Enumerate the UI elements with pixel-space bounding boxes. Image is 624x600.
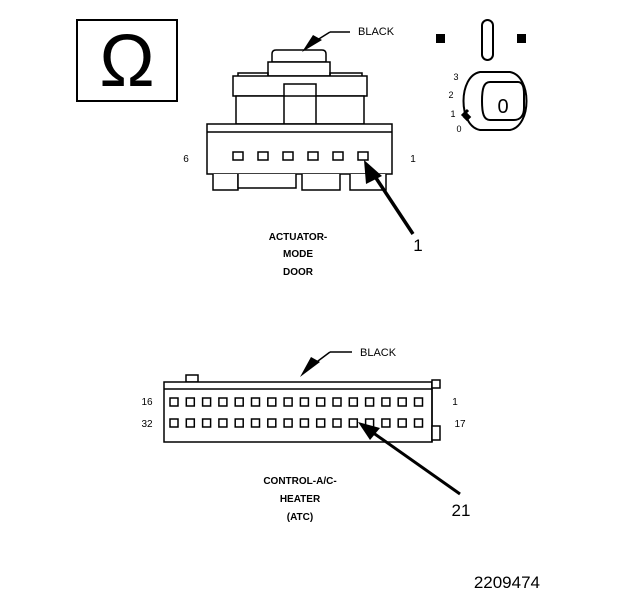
key-marker-right (517, 34, 526, 43)
latch-collar (267, 61, 331, 77)
cavity-row2-11 (332, 418, 342, 428)
key-position-dot (462, 112, 472, 122)
cavity-row2-9 (299, 418, 310, 428)
cavity-row1-2 (185, 397, 196, 407)
connector1-pin-left: 6 (183, 154, 189, 165)
connector2-row1-right: 1 (452, 397, 458, 408)
cavity-row1-6 (250, 397, 261, 407)
cavity-row1-1 (169, 397, 179, 407)
cavity-row2-10 (315, 418, 326, 428)
cavity-2 (332, 151, 344, 161)
cavity-row1-9 (299, 397, 310, 407)
pin-cavities (232, 151, 369, 161)
cavity-row1-8 (283, 397, 293, 407)
ohm-box (76, 19, 178, 102)
latch-tab (271, 49, 327, 63)
connector2-callout-pin: 21 (452, 501, 471, 520)
cavity-row1-11 (332, 397, 342, 407)
cavity-row1-7 (267, 397, 277, 407)
cavity-row1-13 (364, 397, 375, 407)
latch-upper (431, 379, 441, 389)
color-callout-arrow-2 (300, 351, 352, 377)
cavity-row2-14 (381, 418, 391, 428)
cavity-5 (257, 151, 269, 161)
pin-cavity-grid (169, 397, 424, 428)
key-blade-icon (480, 81, 525, 121)
cavity-1 (357, 151, 369, 161)
foot-left (212, 174, 239, 191)
cavity-row2-5 (234, 418, 244, 428)
cavity-row1-4 (218, 397, 228, 407)
key-position-3: 3 (453, 72, 458, 82)
connector2-row2-right: 17 (454, 419, 466, 430)
cavity-row2-3 (201, 418, 212, 428)
ohmmeter-symbol: Ω (76, 19, 178, 102)
shoulder-top (237, 72, 363, 76)
cavity-row2-6 (250, 418, 261, 428)
color-callout-arrow-1 (302, 31, 350, 52)
cavity-row2-12 (348, 418, 359, 428)
cavity-row1-15 (397, 397, 407, 407)
key-tab (185, 374, 199, 383)
center-post (283, 83, 317, 125)
key-pointer-icon (460, 108, 470, 118)
connector2-name-line-1: CONTROL-A/C- (263, 476, 336, 487)
cavity-row1-14 (381, 397, 391, 407)
pin-callout-arrow-21 (358, 422, 461, 496)
cavity-row1-12 (348, 397, 359, 407)
cavity-row2-2 (185, 418, 196, 428)
foot-mid-right (301, 174, 341, 191)
key-position-0: 0 (456, 124, 461, 134)
key-slot-icon (481, 19, 494, 61)
key-label: 0 (497, 96, 508, 118)
connector1-pin-right: 1 (410, 154, 416, 165)
cavity-4 (282, 151, 294, 161)
cavity-row2-15 (397, 418, 407, 428)
cavity-row1-10 (315, 397, 326, 407)
cavity-row2-1 (169, 418, 179, 428)
cavity-row2-4 (218, 418, 228, 428)
cavity-row2-8 (283, 418, 293, 428)
connector2-body (163, 381, 433, 443)
actuator-mode-door-connector (206, 49, 393, 191)
cavity-row1-5 (234, 397, 244, 407)
cavity-row2-16 (413, 418, 424, 428)
cavity-row2-7 (267, 418, 277, 428)
connector2-color-label: BLACK (360, 347, 397, 359)
connector1-callout-pin: 1 (413, 236, 422, 255)
key-position-1: 1 (450, 109, 455, 119)
connector2-name-line-2: HEATER (280, 494, 321, 505)
control-ac-heater-connector (163, 374, 441, 443)
connector1-color-label: BLACK (358, 26, 395, 38)
connector1-name-line-1: ACTUATOR- (269, 232, 328, 243)
connector1-name-line-3: DOOR (283, 267, 314, 278)
cavity-row1-3 (201, 397, 212, 407)
connector2-row2-left: 32 (141, 419, 153, 430)
key-position-2: 2 (448, 90, 453, 100)
latch-lower (431, 425, 441, 441)
ohm-icon: Ω (99, 19, 154, 102)
cavity-6 (232, 151, 244, 161)
ignition-key-icon (436, 19, 528, 131)
figure-number: 2209474 (474, 573, 540, 592)
cavity-row1-16 (413, 397, 424, 407)
pin-callout-arrow-1 (364, 160, 415, 235)
connector2-name-line-3: (ATC) (287, 512, 313, 523)
key-marker-left (436, 34, 445, 43)
foot-mid-left (237, 174, 297, 189)
connector2-row1-left: 16 (141, 397, 153, 408)
connector1-name-line-2: MODE (283, 249, 313, 260)
cavity-3 (307, 151, 319, 161)
